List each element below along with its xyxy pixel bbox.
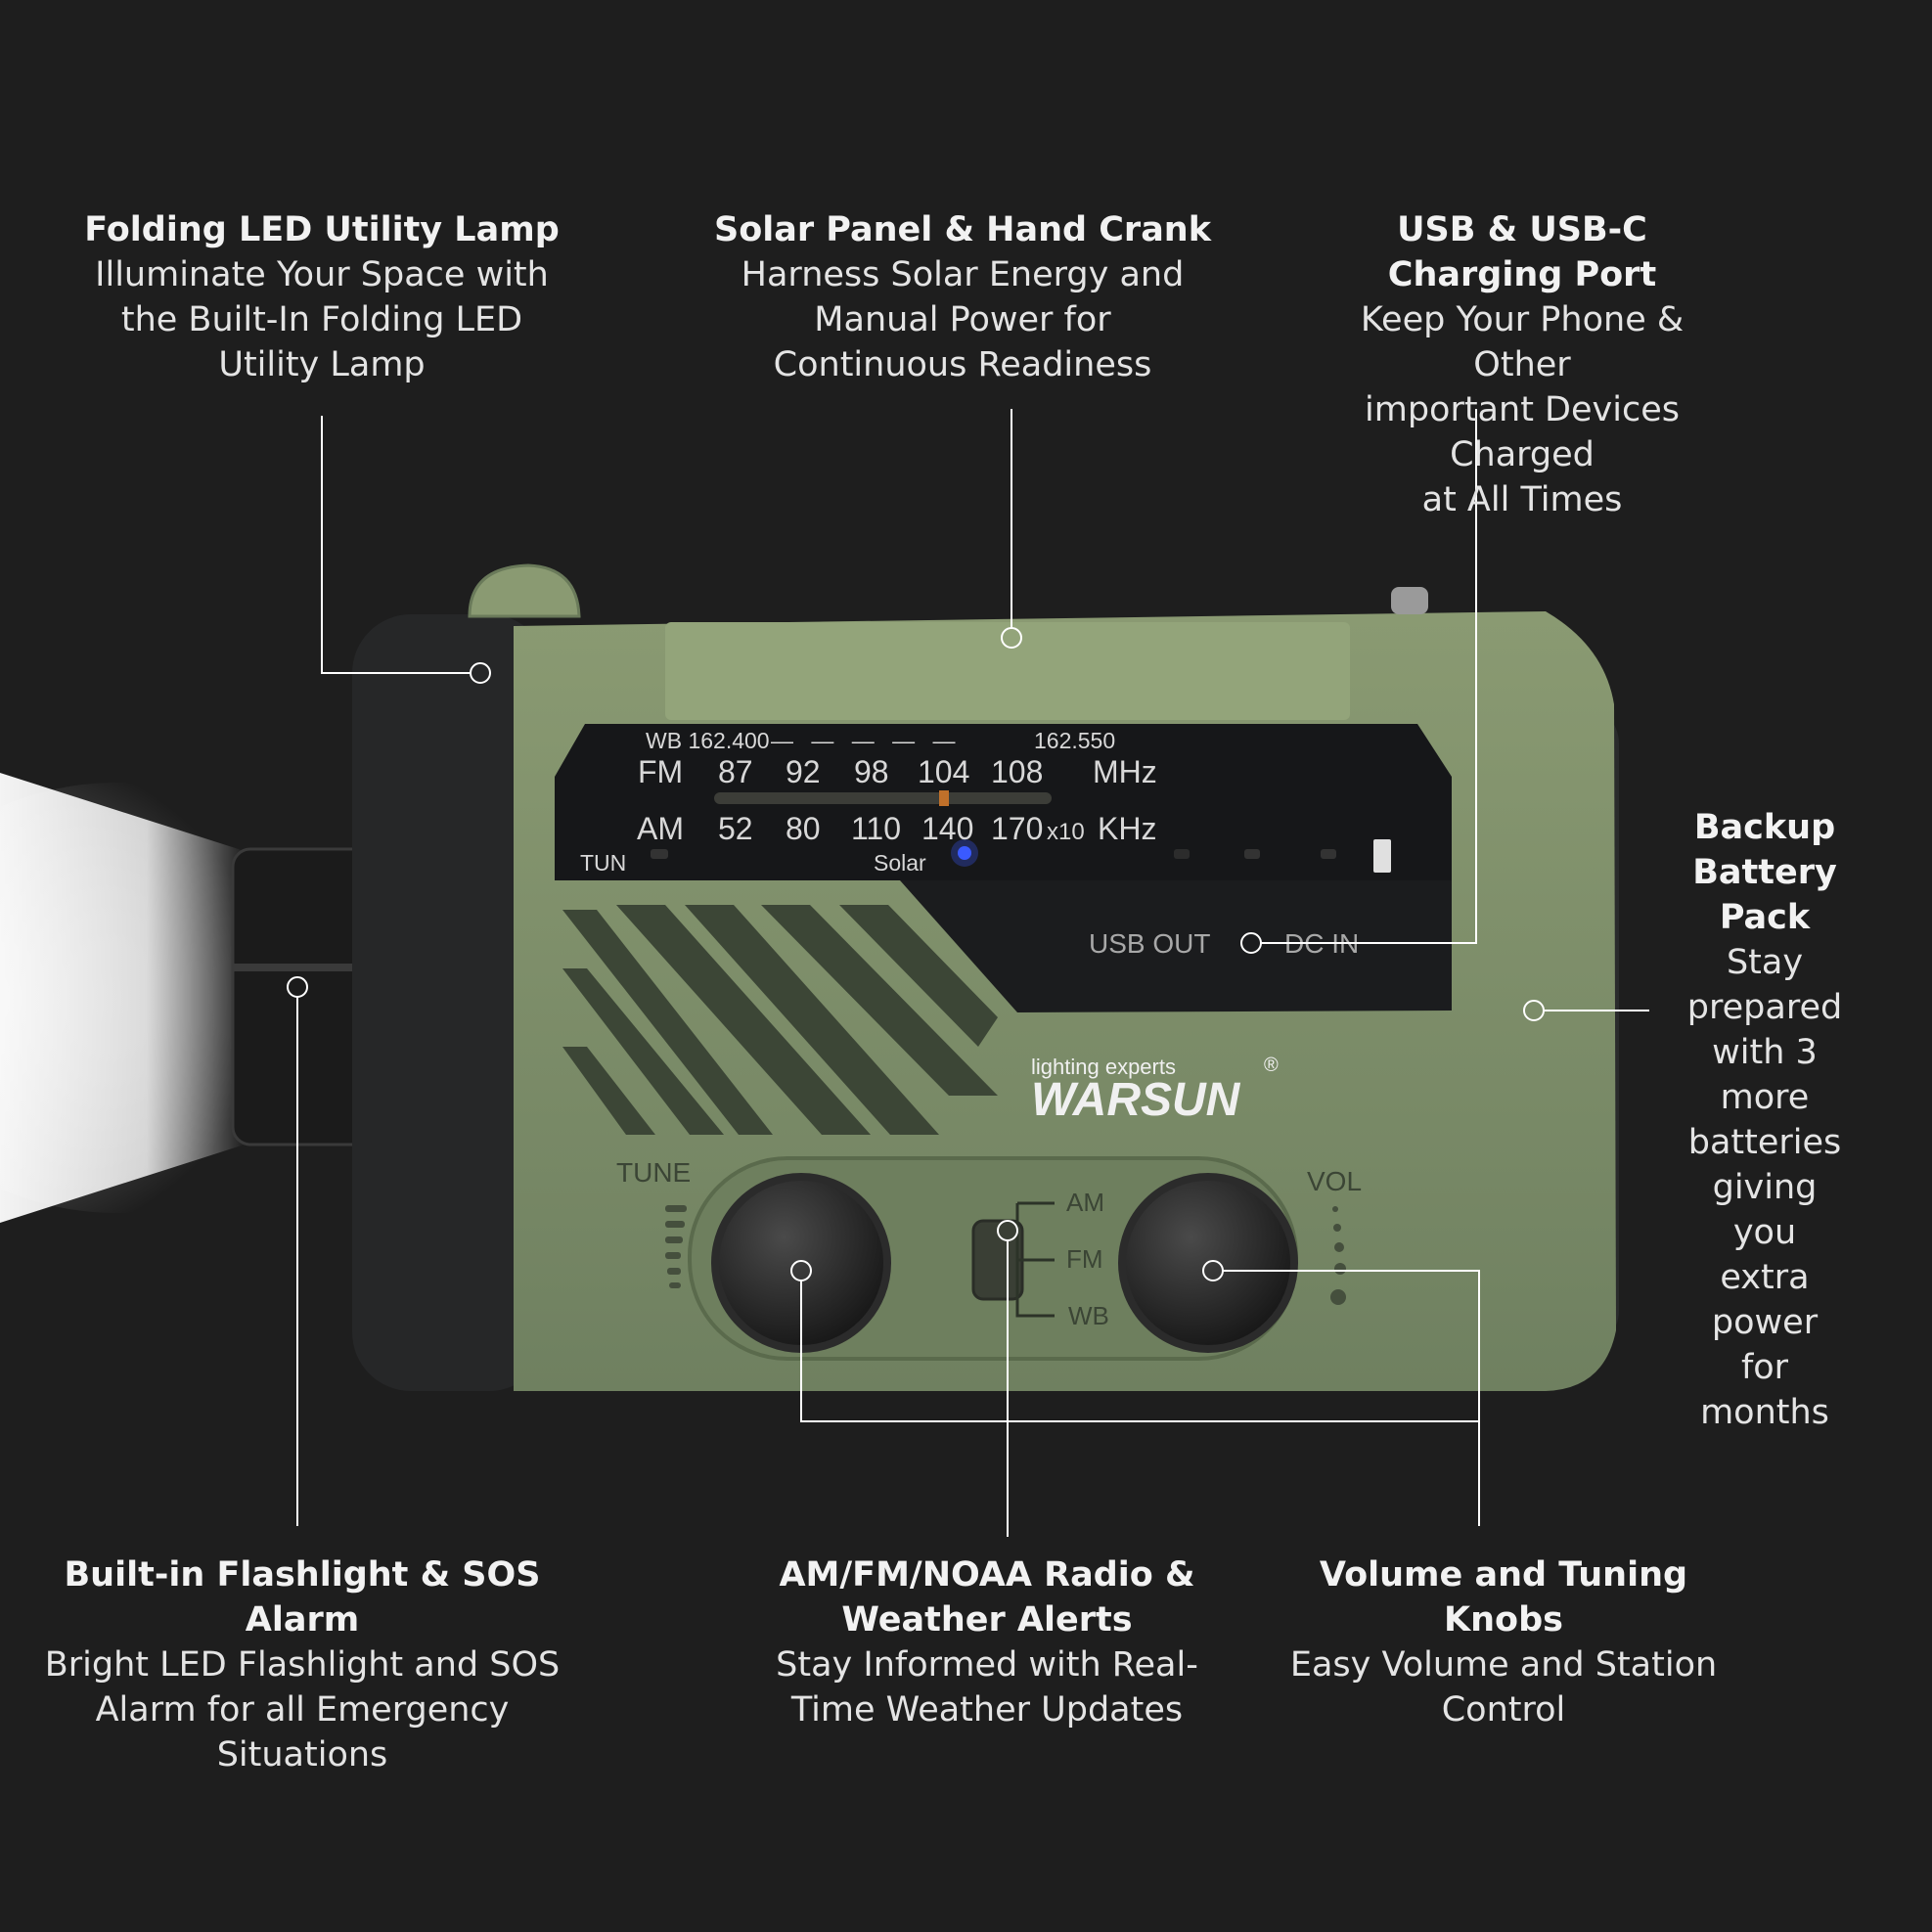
callout-flashlight: Built-in Flashlight & SOS Alarm Bright L… — [45, 1552, 560, 1777]
tune-label: TUNE — [616, 1157, 691, 1188]
fm-unit: MHz — [1093, 754, 1157, 789]
am-unit: KHz — [1098, 811, 1156, 846]
am-tick: 170 — [991, 811, 1043, 846]
leader-lines — [287, 409, 1649, 1537]
callout-title: Built-in Flashlight & SOS — [64, 1555, 541, 1595]
callout-line: Harness Solar Energy and — [741, 255, 1185, 294]
callout-line: Illuminate Your Space with — [95, 255, 549, 294]
lamp-marker — [470, 662, 491, 684]
fm-tick: 92 — [786, 754, 821, 789]
callout-knobs: Volume and Tuning Knobs Easy Volume and … — [1289, 1552, 1718, 1732]
callout-title: Battery Pack — [1692, 853, 1837, 937]
callout-title: Backup — [1693, 808, 1836, 847]
usb-marker — [1240, 932, 1262, 954]
brand-tagline: lighting experts — [1031, 1055, 1176, 1079]
callout-title: Alarm — [245, 1600, 360, 1640]
callout-title: Solar Panel & Hand Crank — [713, 210, 1212, 249]
callout-lamp: Folding LED Utility Lamp Illuminate Your… — [84, 207, 560, 387]
wb-dashes: — — — — — — [771, 728, 962, 753]
speaker-grille — [562, 905, 998, 1135]
folding-lamp — [468, 563, 581, 618]
callout-line: the Built-In Folding LED — [120, 300, 523, 339]
solar-label: Solar — [874, 850, 926, 876]
callout-title: Volume and Tuning Knobs — [1319, 1555, 1688, 1640]
wb-start-label: WB 162.400 — [646, 728, 770, 753]
lamp-leader — [321, 416, 471, 674]
callout-line: Manual Power for — [814, 300, 1111, 339]
tune-knob-marker — [790, 1260, 812, 1281]
vol-label: VOL — [1307, 1166, 1362, 1196]
left-bumper — [352, 614, 548, 1391]
solar-marker — [1001, 627, 1022, 649]
tuning-marker — [939, 790, 949, 806]
fm-tick: 87 — [718, 754, 753, 789]
callout-line: for months — [1700, 1348, 1829, 1432]
am-tick: 140 — [921, 811, 973, 846]
solar-led — [958, 846, 971, 860]
fm-tick: 104 — [918, 754, 969, 789]
band-fm-label: FM — [1066, 1244, 1103, 1274]
battery-icon — [1373, 839, 1391, 873]
callout-solar: Solar Panel & Hand Crank Harness Solar E… — [714, 207, 1211, 387]
am-tick: 80 — [786, 811, 821, 846]
flashlight-marker — [287, 976, 308, 998]
am-multiplier: x10 — [1047, 819, 1085, 845]
radio-marker — [997, 1220, 1018, 1241]
band-wb-label: WB — [1068, 1301, 1109, 1330]
usb-out-label: USB OUT — [1089, 928, 1210, 959]
callout-radio: AM/FM/NOAA Radio & Weather Alerts Stay I… — [776, 1552, 1198, 1732]
callout-line: important Devices Charged — [1365, 390, 1680, 474]
callout-line: Easy Volume and Station — [1289, 1645, 1718, 1685]
callout-line: Stay Informed with Real- — [776, 1645, 1198, 1685]
am-tick: 110 — [851, 811, 901, 846]
fm-label: FM — [638, 754, 683, 789]
am-tick: 52 — [718, 811, 753, 846]
callout-line: Time Weather Updates — [790, 1690, 1184, 1730]
am-label: AM — [637, 811, 684, 846]
wb-end-label: 162.550 — [1034, 728, 1115, 753]
callout-line: at All Times — [1421, 480, 1623, 519]
callout-line: Keep Your Phone & Other — [1360, 300, 1685, 384]
callout-line: extra power — [1711, 1258, 1819, 1342]
callout-line: giving you — [1712, 1168, 1818, 1252]
callout-title: AM/FM/NOAA Radio & — [779, 1555, 1195, 1595]
fm-tick: 108 — [991, 754, 1043, 789]
brand-registered: ® — [1264, 1055, 1279, 1076]
callout-line: Situations — [216, 1735, 388, 1775]
callout-line: Control — [1441, 1690, 1566, 1730]
fm-tick: 98 — [854, 754, 889, 789]
callout-line: Continuous Readiness — [773, 345, 1152, 384]
callout-line: with 3 more — [1712, 1033, 1818, 1117]
callout-line: Stay prepared — [1686, 943, 1843, 1027]
callout-usb: USB & USB-C Charging Port Keep Your Phon… — [1318, 207, 1728, 522]
tun-label: TUN — [580, 850, 626, 876]
callout-battery: Backup Battery Pack Stay prepared with 3… — [1682, 805, 1849, 1435]
band-am-label: AM — [1066, 1188, 1104, 1217]
callout-line: batteries — [1687, 1123, 1842, 1162]
callout-line: Utility Lamp — [218, 345, 426, 384]
solar-panel-top — [665, 622, 1350, 720]
callout-title: USB & USB-C Charging Port — [1387, 210, 1657, 294]
callout-title: Weather Alerts — [841, 1600, 1133, 1640]
vol-knob-marker — [1202, 1260, 1224, 1281]
port-panel — [900, 880, 1452, 1012]
antenna-nub — [1391, 587, 1428, 614]
usb-leader — [1261, 409, 1477, 944]
callout-line: Alarm for all Emergency — [95, 1690, 510, 1730]
callout-title: Folding LED Utility Lamp — [84, 210, 560, 249]
battery-marker — [1523, 1000, 1545, 1021]
callout-line: Bright LED Flashlight and SOS — [44, 1645, 561, 1685]
brand-logo: WARSUN — [1031, 1074, 1241, 1126]
